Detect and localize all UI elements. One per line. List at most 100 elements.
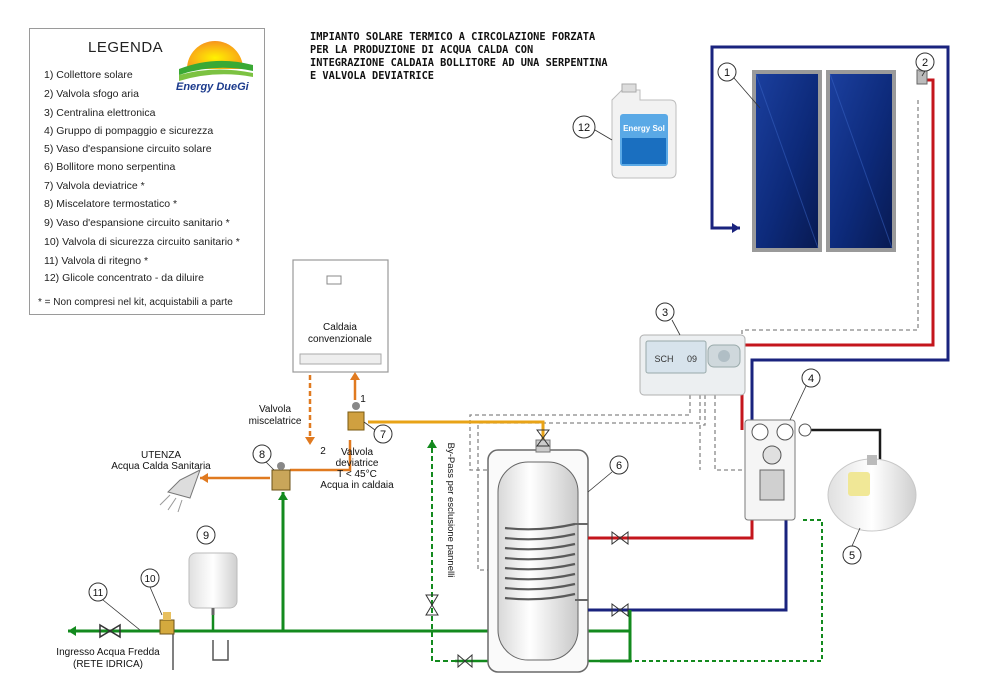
legend-item: 9) Vaso d'espansione circuito sanitario … — [44, 217, 230, 229]
flow-arrow — [278, 492, 288, 500]
legend-item: 6) Bollitore mono serpentina — [44, 161, 176, 173]
diverter-valve — [347, 402, 365, 431]
controller-unit — [639, 334, 746, 396]
boiler-label: convenzionale — [308, 334, 372, 345]
leader-line — [149, 586, 163, 616]
callout-1 — [717, 62, 737, 82]
vessel-bypass-drain — [212, 640, 229, 661]
callout-label-2: 2 — [922, 57, 928, 69]
flow-arrow — [732, 223, 740, 233]
legend-box: LEGENDA Energy DueGi 1) Collettore solar… — [29, 28, 265, 315]
diverter-label: deviatrice — [336, 458, 379, 469]
callout-11 — [88, 582, 108, 602]
bypass-valve — [425, 594, 439, 616]
boiler-label: Caldaia — [323, 322, 357, 333]
thermostatic-mixer — [271, 462, 291, 491]
bypass-label: By-Pass per esclusione pannelli — [445, 443, 456, 578]
leader-line — [851, 527, 861, 547]
tank-cold-inlet — [600, 625, 632, 663]
storage-tank — [487, 439, 589, 673]
legend-title: LEGENDA — [88, 39, 164, 56]
energy-duegi-logo — [179, 41, 253, 81]
signal-wire — [469, 395, 691, 471]
legend-item: 10) Valvola di sicurezza circuito sanita… — [44, 236, 240, 248]
legend-item: 2) Valvola sfogo aria — [44, 88, 139, 100]
hot-bypass-pipe — [290, 440, 352, 472]
legend-item: 8) Miscelatore termostatico * — [44, 198, 178, 210]
controller-display-text: SCH — [654, 354, 673, 364]
leader-line — [587, 471, 613, 493]
callout-label-11: 11 — [93, 588, 104, 599]
solar-hot-pipe-coil — [620, 500, 754, 540]
callout-8 — [252, 444, 272, 464]
cold-water-label: Ingresso Acqua Fredda — [56, 647, 160, 658]
port-label-2: 2 — [320, 446, 326, 457]
legend-item: 11) Valvola di ritegno * — [44, 255, 149, 267]
callout-6 — [609, 455, 629, 475]
port-label-1: 1 — [360, 394, 366, 405]
legend-note: * = Non compresi nel kit, acquistabili a… — [38, 297, 233, 308]
safety-valve — [159, 612, 175, 635]
legend-item: 5) Vaso d'espansione circuito solare — [44, 143, 212, 155]
callout-label-5: 5 — [849, 550, 855, 562]
user-label: Acqua Calda Sanitaria — [111, 461, 211, 472]
diverter-label: T < 45°C — [337, 469, 377, 480]
callout-label-10: 10 — [144, 574, 156, 585]
user-label: UTENZA — [141, 450, 181, 461]
callout-12 — [572, 115, 596, 139]
flow-arrow — [68, 626, 76, 636]
shower-head-icon — [159, 468, 201, 513]
legend-item: 7) Valvola deviatrice * — [44, 180, 145, 192]
signal-wire — [699, 395, 706, 470]
callout-3 — [655, 302, 675, 322]
legend-item: 3) Centralina elettronica — [44, 107, 156, 119]
diagram-title: IMPIANTO SOLARE TERMICO A CIRCOLAZIONE F… — [310, 31, 608, 82]
bypass-line-solar — [600, 519, 823, 662]
cold-water-label: (RETE IDRICA) — [73, 659, 143, 670]
tank-valve — [457, 531, 629, 669]
callout-label-3: 3 — [662, 307, 668, 319]
solar-expansion-vessel — [827, 455, 917, 532]
callout-label-1: 1 — [724, 67, 730, 79]
callout-4 — [801, 368, 821, 388]
mixing-valve-label: Valvola — [259, 404, 291, 415]
controller-display-value: 09 — [687, 354, 697, 364]
boiler-feed-pipe — [368, 420, 545, 440]
solar-return-pipe — [620, 520, 788, 612]
flow-arrow — [427, 440, 437, 448]
signal-wire — [741, 100, 919, 338]
flow-arrow — [305, 437, 315, 445]
mixing-valve-label: miscelatrice — [249, 416, 302, 427]
top-tank-valve — [536, 429, 550, 447]
leader-line — [363, 421, 376, 431]
callout-7 — [373, 424, 393, 444]
leader-line — [102, 599, 141, 631]
check-valve — [99, 623, 121, 639]
signal-wire — [714, 395, 745, 471]
flow-arrow — [350, 372, 360, 380]
diverter-label: Acqua in caldaia — [320, 480, 394, 491]
conventional-boiler — [292, 259, 389, 373]
legend-item: 1) Collettore solare — [44, 69, 133, 81]
pump-group — [744, 419, 812, 521]
leader-line — [789, 385, 807, 421]
legend-item: 12) Glicole concentrato - da diluire — [44, 272, 204, 284]
callout-label-9: 9 — [203, 530, 209, 542]
signal-wire — [477, 395, 701, 571]
sanitary-expansion-vessel — [188, 552, 238, 615]
leader-line — [594, 129, 613, 141]
callout-label-7: 7 — [380, 429, 386, 441]
callout-label-8: 8 — [259, 449, 265, 461]
diverter-label: Valvola — [341, 447, 373, 458]
brand-name: Energy DueGi — [176, 81, 249, 93]
leader-line — [671, 319, 681, 336]
callout-label-6: 6 — [616, 460, 622, 472]
solar-collector — [752, 70, 896, 252]
solar-cold-pipe — [710, 45, 950, 420]
callout-9 — [196, 525, 216, 545]
legend-item: 4) Gruppo di pompaggio e sicurezza — [44, 125, 214, 137]
glycol-canister — [611, 83, 677, 179]
bypass-line — [431, 440, 455, 662]
